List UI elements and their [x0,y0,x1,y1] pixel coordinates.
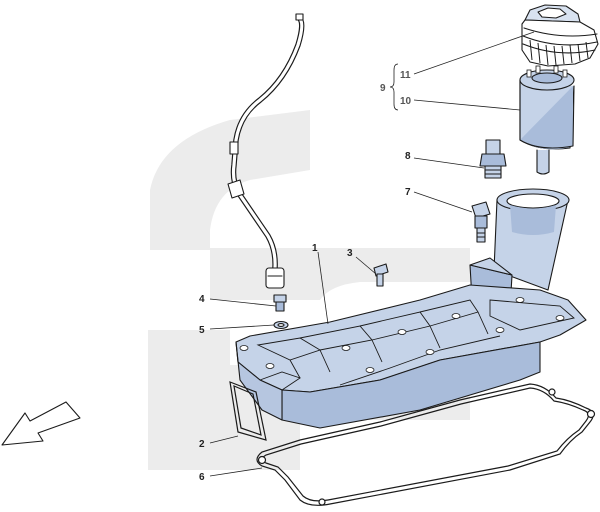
sump-gasket [256,383,596,506]
direction-arrow-icon [1,401,81,446]
drain-plug [273,294,287,312]
leader-lines [209,31,535,477]
callout-6: 6 [199,472,205,483]
oil-filter-cap [521,4,599,67]
callout-10: 10 [400,96,412,107]
callout-1: 1 [312,243,318,254]
oil-filter-cartridge [519,65,575,175]
dipstick-tube [227,13,305,289]
callout-2: 2 [199,439,205,450]
callout-3: 3 [347,248,353,259]
small-gasket [229,381,267,441]
sealing-washer [273,320,289,330]
callout-labels: 1 2 3 4 5 6 7 8 9 10 11 [199,70,412,483]
oil-sump-housing [235,188,587,429]
callout-5: 5 [199,325,205,336]
callout-4: 4 [199,294,205,305]
callout-7: 7 [405,187,411,198]
callout-9: 9 [380,83,386,94]
pressure-sensor [479,139,507,179]
temperature-sensor [471,201,491,243]
callout-8: 8 [405,151,411,162]
callout-11: 11 [400,70,411,81]
